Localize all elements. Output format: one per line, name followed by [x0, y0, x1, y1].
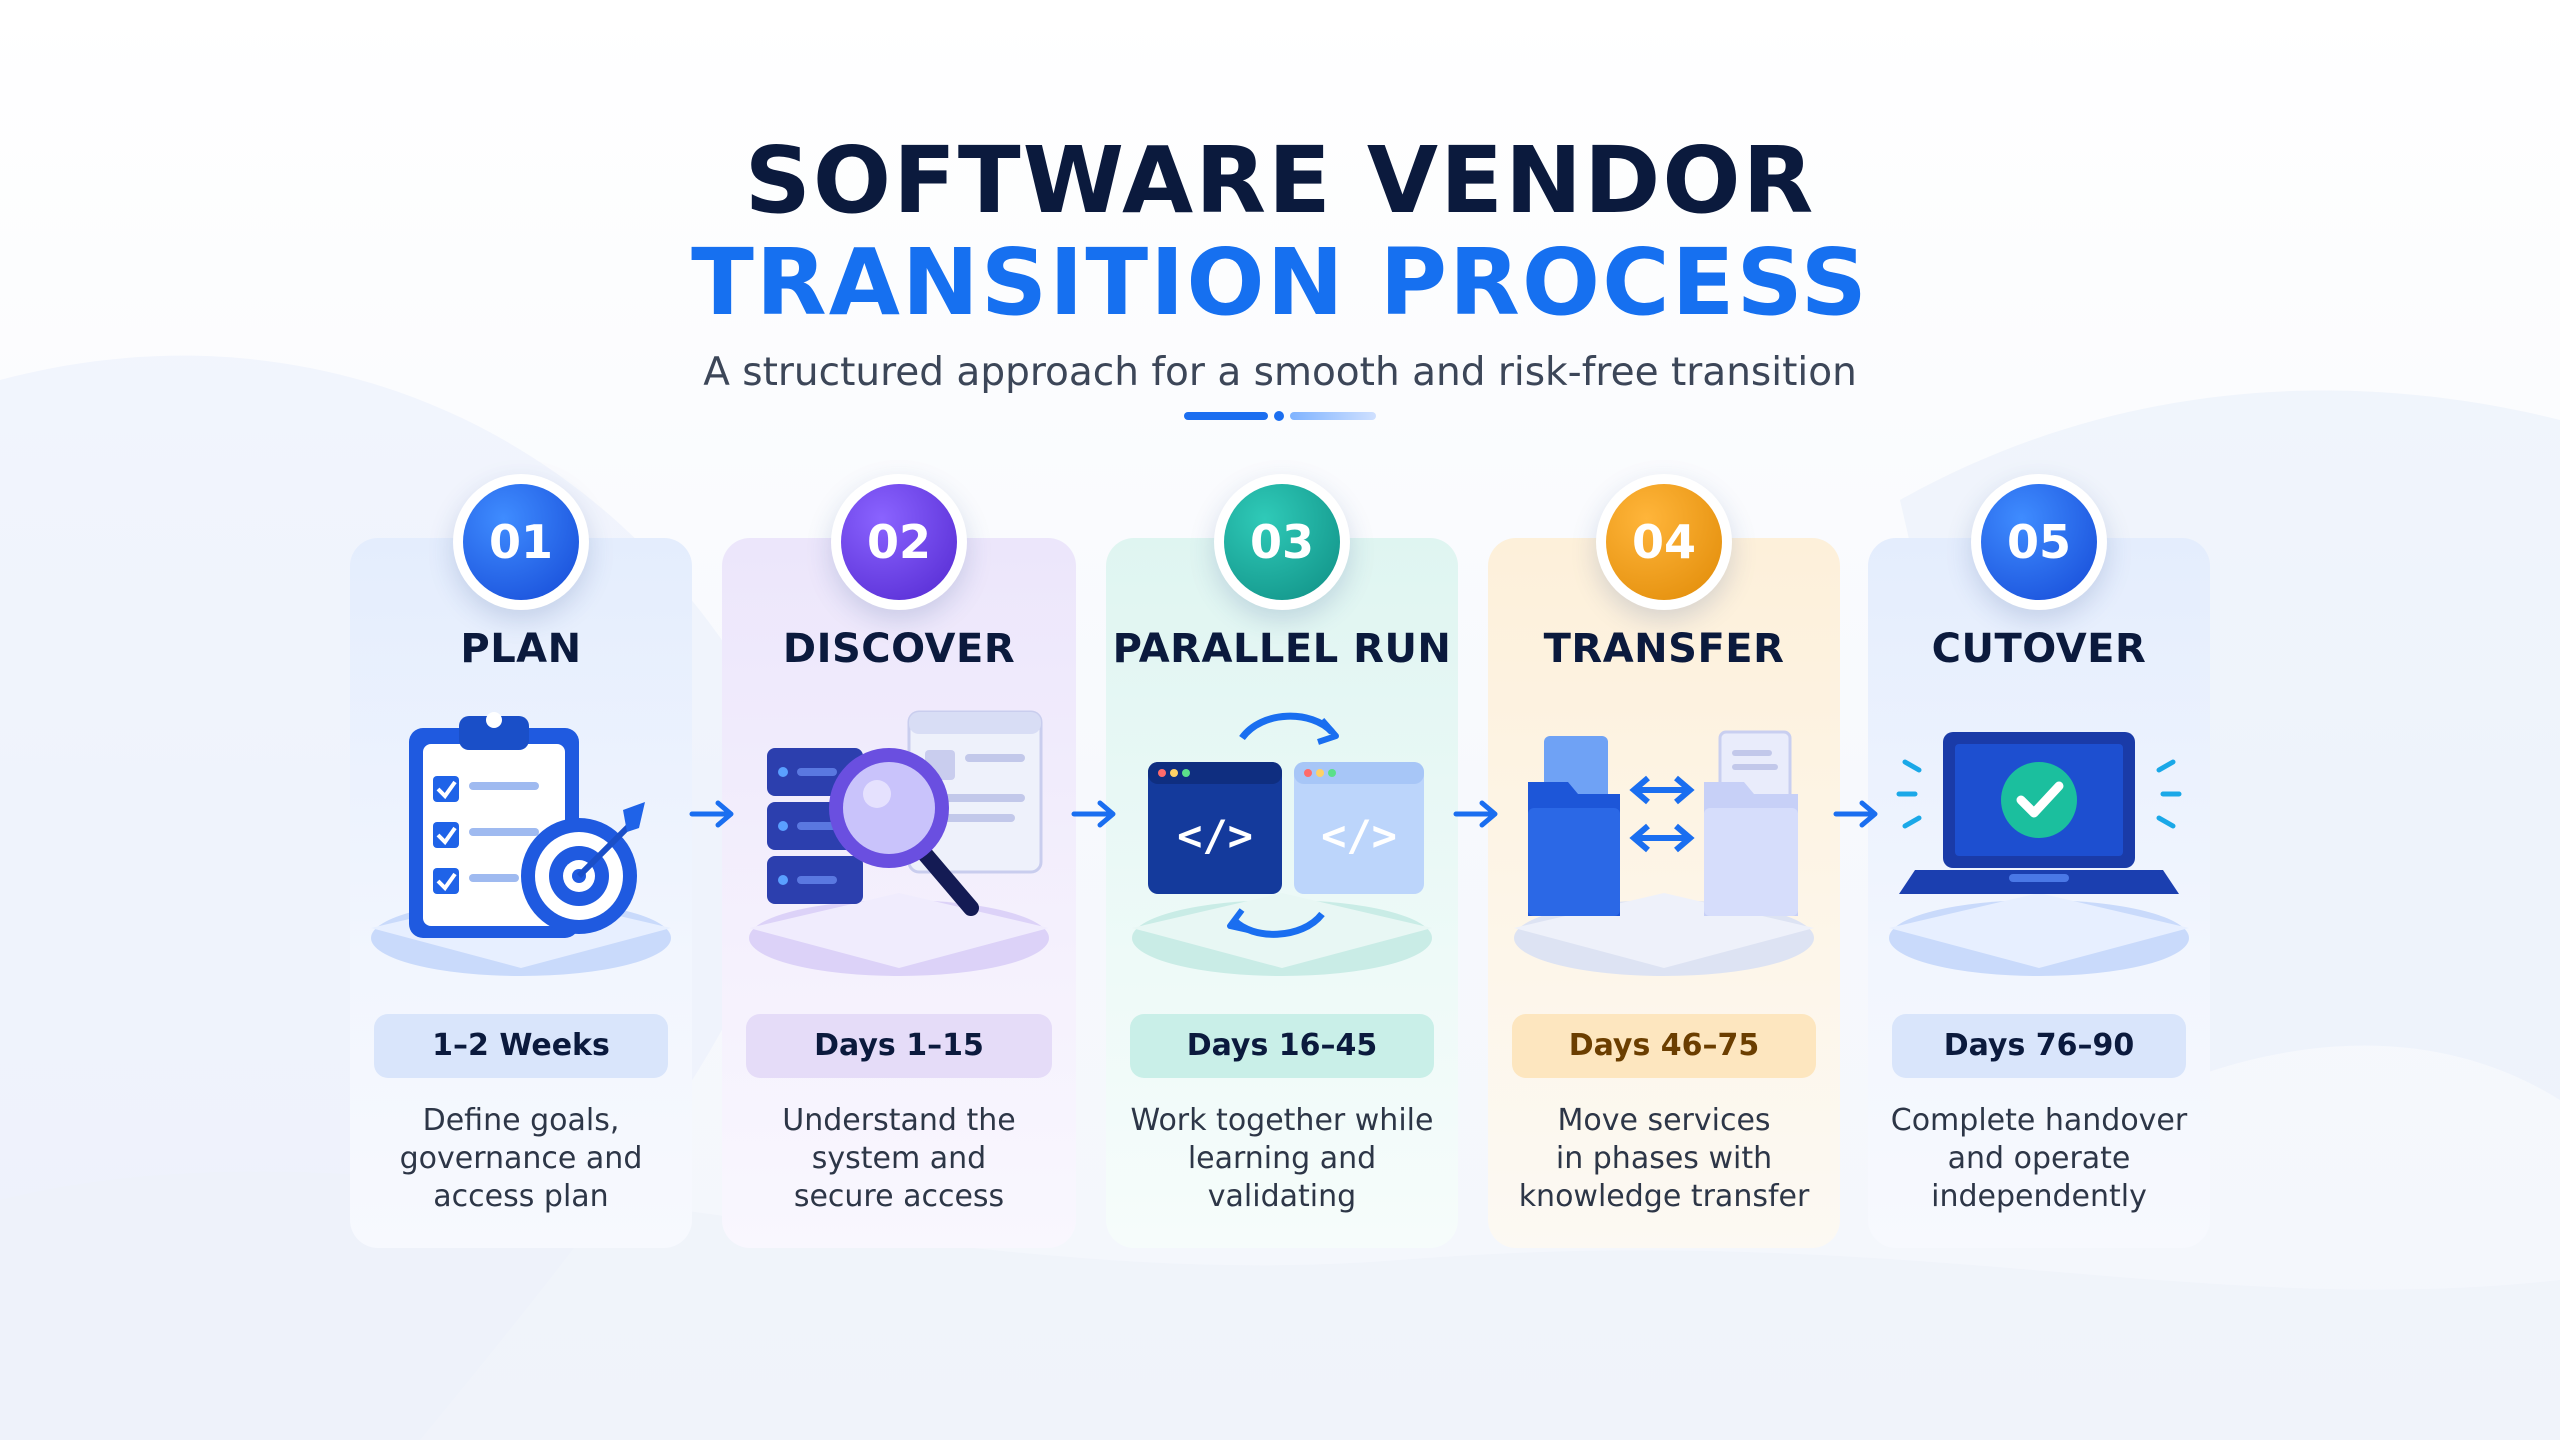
step-description: Understand the system and secure access [782, 1103, 1016, 1214]
clipboard-target-icon [371, 712, 671, 976]
step-title: DISCOVER [782, 626, 1016, 672]
duration-pill: 1–2 Weeks [374, 1014, 668, 1078]
step-description: Work together while learning and validat… [1130, 1103, 1434, 1214]
step-description: Complete handover and operate independen… [1890, 1103, 2188, 1214]
duration-pill: Days 1–15 [746, 1014, 1052, 1078]
step-card-transfer: 04 TRANSFER Days 46–75 Move services in … [1488, 474, 1840, 1248]
duration-pill: Days 16–45 [1130, 1014, 1434, 1078]
step-number-badge: 03 [1214, 474, 1350, 610]
step-card-parallel-run: 03 PARALLEL RUN </> </> Days 16–45 Work … [1106, 474, 1458, 1248]
server-magnifier-icon [749, 710, 1049, 976]
step-description: Move services in phases with knowledge t… [1518, 1103, 1810, 1214]
svg-text:</>: </> [1177, 811, 1253, 860]
step-title: PARALLEL RUN [1112, 626, 1452, 672]
arrow-right-icon [1071, 800, 1116, 828]
header: SOFTWARE VENDOR TRANSITION PROCESS A str… [0, 130, 2560, 398]
page-title-accent: TRANSITION PROCESS [691, 229, 1869, 336]
step-number: 04 [1606, 484, 1722, 600]
folder-transfer-icon [1514, 730, 1814, 976]
step-number: 01 [463, 484, 579, 600]
step-title: PLAN [460, 626, 582, 672]
step-card-plan: 01 PLAN 1–2 Weeks Define goals, governan… [350, 474, 692, 1248]
step-number-badge: 02 [831, 474, 967, 610]
page-subtitle: A structured approach for a smooth and r… [703, 350, 1857, 395]
step-description: Define goals, governance and access plan [399, 1103, 643, 1214]
step-title: CUTOVER [1931, 626, 2147, 672]
svg-text:</>: </> [1321, 811, 1397, 860]
title-divider [1184, 411, 1376, 421]
code-sync-icon: </> </> [1132, 712, 1432, 976]
duration-pill: Days 46–75 [1512, 1014, 1816, 1078]
arrow-right-icon [1453, 800, 1498, 828]
step-number-badge: 05 [1971, 474, 2107, 610]
step-number: 02 [841, 484, 957, 600]
duration-pill: Days 76–90 [1892, 1014, 2186, 1078]
page-title: SOFTWARE VENDOR [744, 127, 1816, 234]
arrow-right-icon [1833, 800, 1878, 828]
step-number: 05 [1981, 484, 2097, 600]
step-card-cutover: 05 CUTOVER Days 76–90 Complete handover … [1868, 474, 2210, 1248]
step-title: TRANSFER [1543, 626, 1785, 672]
step-card-discover: 02 DISCOVER Days 1–15 Understand the sys… [722, 474, 1076, 1248]
laptop-check-icon [1889, 732, 2189, 976]
step-number-badge: 01 [453, 474, 589, 610]
step-number: 03 [1224, 484, 1340, 600]
arrow-right-icon [689, 800, 734, 828]
step-number-badge: 04 [1596, 474, 1732, 610]
